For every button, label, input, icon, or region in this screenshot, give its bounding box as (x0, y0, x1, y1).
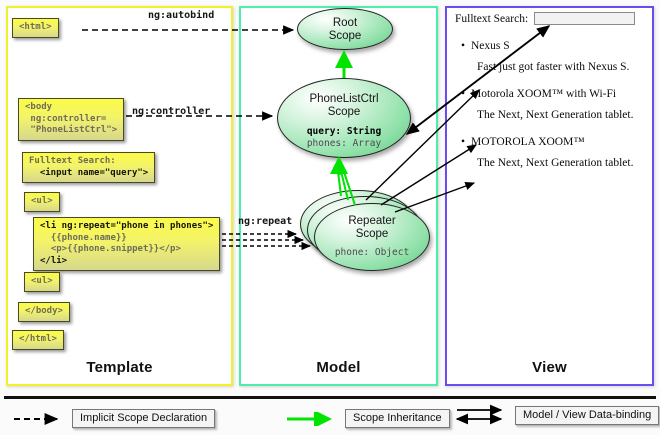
code-text: <html> (19, 22, 52, 32)
code-box-ul-open: <ul> (24, 192, 60, 212)
legend-item-scope-inheritance: Scope Inheritance (285, 409, 450, 428)
legend-label-scope-inheritance: Scope Inheritance (345, 409, 450, 428)
phone-name-row: • MOTOROLA XOOM™ (455, 136, 647, 148)
phone-name-row: • Nexus S (455, 40, 647, 52)
bullet-icon: • (460, 88, 466, 100)
code-text-line1: <body (25, 102, 53, 112)
edge-label-ng-autobind: ng:autobind (148, 10, 215, 21)
repeater-scope-ellipse: Repeater Scope phone: Object (314, 203, 430, 271)
legend-label-implicit-scope-declaration: Implicit Scope Declaration (72, 409, 216, 428)
list-item: • Motorola XOOM™ with Wi-Fi The Next, Nex… (455, 88, 647, 121)
phone-snippet: Fast just got faster with Nexus S. (477, 61, 630, 73)
repeater-scope-title-line1: Repeater (348, 215, 396, 227)
code-text: <ul> (31, 276, 53, 286)
code-box-ul-close: <ul> (24, 272, 60, 292)
legend-divider (4, 396, 656, 399)
code-text: </html> (19, 334, 57, 344)
phone-snippet: The Next, Next Generation tablet. (477, 157, 634, 169)
phonelistctrl-scope-ellipse: PhoneListCtrl Scope query: String phones… (277, 78, 411, 158)
fulltext-search-label: Fulltext Search: (455, 12, 529, 25)
code-box-li-repeat: <li ng:repeat="phone in phones"> {{phone… (33, 217, 221, 271)
legend: Implicit Scope Declaration Scope Inherit… (0, 402, 660, 435)
legend-label-model-view-data-binding: Model / View Data-binding (515, 405, 660, 425)
list-item: • Nexus S Fast just got faster with Nexus… (455, 40, 647, 73)
phone-name-row: • Motorola XOOM™ with Wi-Fi (455, 88, 647, 100)
double-arrow-icon (455, 404, 503, 425)
phonelistctrl-scope-title-line1: PhoneListCtrl (309, 93, 379, 105)
code-text-line3: <p>{{phone.snippet}}</p> (40, 244, 181, 254)
legend-item-implicit-scope-declaration: Implicit Scope Declaration (12, 409, 216, 428)
code-text-line4: </li> (40, 255, 68, 266)
root-scope-title-line1: Root (332, 17, 358, 29)
bullet-icon: • (460, 136, 466, 148)
green-arrow-icon (287, 411, 332, 426)
phonelistctrl-scope-var-phones: phones: Array (306, 137, 382, 149)
phonelistctrl-scope-title-line2: Scope (327, 106, 361, 118)
code-text-line3: "PhoneListCtrl"> (25, 125, 118, 135)
edge-label-ng-repeat: ng:repeat (238, 216, 293, 227)
code-text-line2: <input name="query"> (29, 167, 149, 178)
phone-name: MOTOROLA XOOM™ (471, 136, 585, 148)
code-text-line2: {{phone.name}} (40, 232, 127, 243)
code-box-fulltext-search: Fulltext Search: <input name="query"> (22, 152, 156, 183)
bullet-icon: • (460, 40, 466, 52)
fulltext-search-input[interactable] (534, 12, 636, 25)
view-search-row: Fulltext Search: (455, 12, 647, 25)
code-box-body-close: </body> (18, 302, 70, 322)
code-box-body-open: <body ng:controller= "PhoneListCtrl"> (18, 98, 125, 141)
root-scope-title-line2: Scope (328, 30, 362, 42)
code-text: </body> (25, 306, 63, 316)
column-label-view: View (532, 359, 567, 376)
code-box-html-close: </html> (12, 330, 64, 350)
legend-item-model-view-data-binding: Model / View Data-binding (455, 403, 660, 427)
list-item: • MOTOROLA XOOM™ The Next, Next Generatio… (455, 136, 647, 169)
phone-name: Motorola XOOM™ with Wi-Fi (471, 88, 617, 100)
repeater-scope-title-line2: Scope (355, 228, 389, 240)
code-text: <ul> (31, 196, 53, 206)
edge-label-ng-controller: ng:controller (132, 106, 211, 117)
dashed-arrow-icon (14, 412, 59, 425)
view-content: Fulltext Search: • Nexus S Fast just got … (455, 12, 647, 252)
phonelistctrl-scope-var-query: query: String (306, 126, 382, 137)
phone-name: Nexus S (471, 40, 510, 52)
code-text-line1: Fulltext Search: (29, 156, 116, 166)
code-box-html-open: <html> (12, 18, 59, 38)
column-label-model: Model (316, 359, 361, 376)
column-label-template: Template (86, 359, 153, 376)
phone-snippet: The Next, Next Generation tablet. (477, 109, 634, 121)
code-text-line1: <li ng:repeat="phone in phones"> (40, 221, 214, 231)
repeater-scope-var-phone: phone: Object (334, 247, 410, 258)
code-text-line2: ng:controller= (25, 113, 107, 124)
root-scope-ellipse: Root Scope (297, 8, 393, 50)
